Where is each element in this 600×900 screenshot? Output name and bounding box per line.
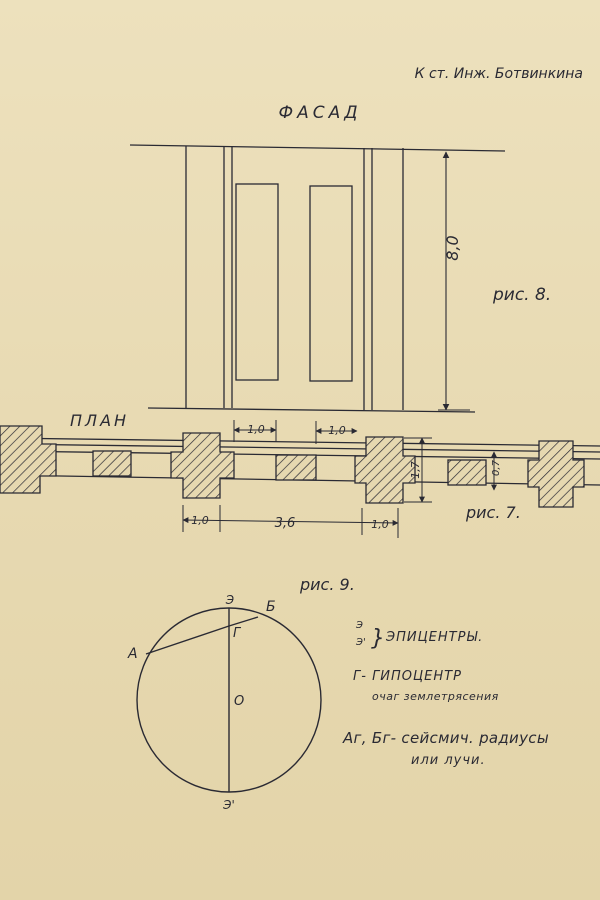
dim-label-top-2: 1,0 [328, 424, 346, 437]
facade-figure: ФАСАД 8,0 рис. 8. [129, 103, 551, 413]
author-note: К ст. Инж. Ботвинкина [415, 66, 583, 82]
dim-label-bottom-right: 1,0 [371, 518, 389, 531]
ray-B [228, 616, 259, 627]
wall-line [0, 443, 600, 453]
pier-hatched [170, 432, 235, 499]
wall-segment-hatched [447, 459, 487, 486]
legend-hypocenter: Г- ГИПОЦЕНТР [353, 669, 462, 684]
dim-label-pier-height: 1,7 [409, 461, 422, 479]
dim-label-wall-thickness: 0,7 [491, 459, 502, 476]
legend-brace: } [371, 626, 385, 651]
dim-label-bottom-left: 1,0 [191, 514, 209, 527]
point-E-prime-label: Э' [222, 798, 235, 812]
point-A-label: А [127, 646, 138, 662]
wall-segment-hatched [92, 450, 132, 477]
facade-top-line [129, 144, 506, 152]
wall-segment-hatched [275, 454, 317, 481]
ray-A [145, 625, 230, 655]
facade-window-left [235, 183, 279, 381]
legend-hypocenter-note: очаг землетрясения [372, 690, 499, 703]
height-dimension-label: 8,0 [443, 235, 462, 260]
legend-rays-line1: Аг, Бг- сейсмич. радиусы [342, 729, 549, 747]
facade-title: ФАСАД [278, 103, 361, 123]
legend-epicenters: ЭПИЦЕНТРЫ. [385, 630, 483, 645]
pier-hatched [527, 440, 585, 508]
dim-label-top-1: 1,0 [247, 423, 265, 436]
facade-window-right [309, 185, 353, 382]
facade-ground-line [147, 407, 476, 413]
point-B-label: Б [266, 599, 276, 615]
legend-rays-line2: или лучи. [411, 753, 486, 768]
fig8-caption: рис. 8. [492, 285, 551, 305]
point-E-label: Э [225, 593, 235, 607]
legend-epicenter-E: Э [355, 620, 363, 631]
pier-hatched [354, 436, 416, 504]
pier-hatched [0, 425, 57, 494]
seismic-legend: Э Э' } ЭПИЦЕНТРЫ. Г- ГИПОЦЕНТР очаг земл… [342, 620, 549, 768]
plan-figure: ПЛАН 1,0 1,0 1,0 3,6 1,0 1,7 [0, 411, 600, 538]
dim-line-bottom [182, 517, 399, 526]
point-O-label: О [234, 694, 244, 709]
fig7-caption: рис. 7. [465, 503, 521, 522]
point-G-label: Г [233, 626, 242, 641]
plan-title: ПЛАН [70, 411, 129, 430]
legend-epicenter-E-prime: Э' [355, 637, 366, 648]
seismic-figure: рис. 9. Э Б А Г О Э' Э Э' } ЭПИЦЕНТРЫ. Г… [127, 575, 549, 812]
wall-line [0, 437, 600, 447]
dim-label-bottom-mid: 3,6 [275, 516, 296, 531]
fig9-caption: рис. 9. [299, 575, 355, 594]
